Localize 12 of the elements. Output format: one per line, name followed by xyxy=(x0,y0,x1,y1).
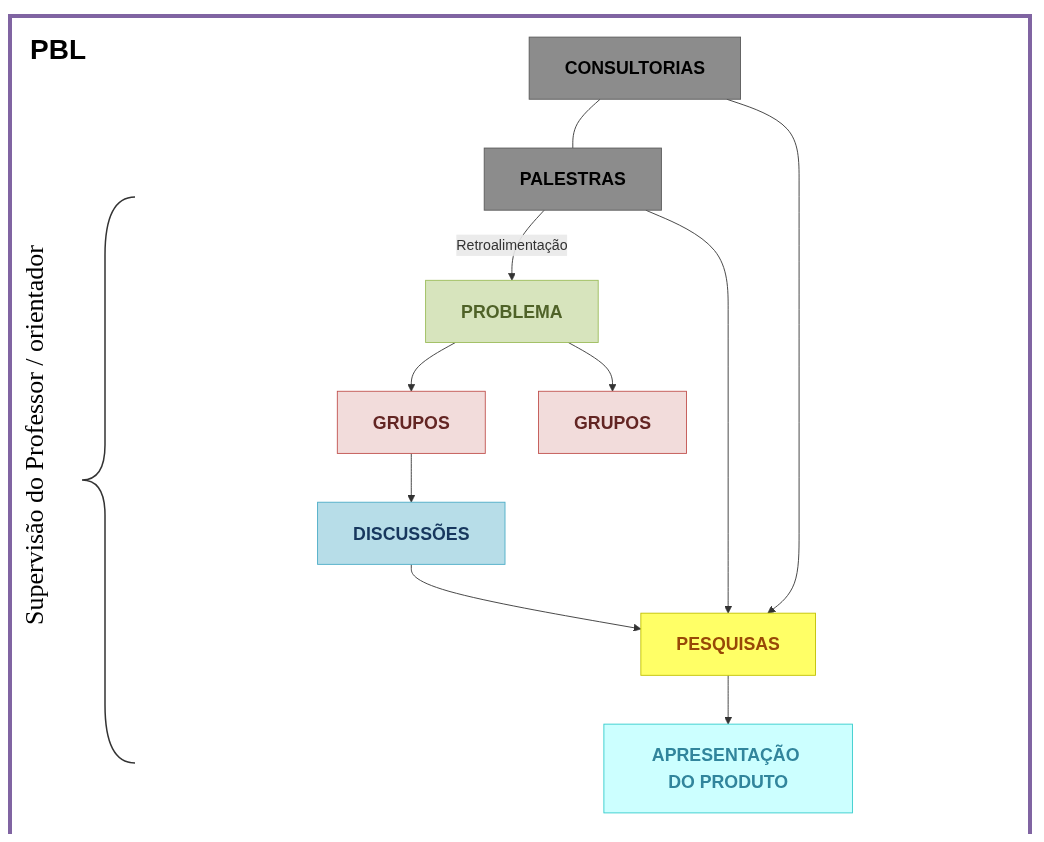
node-box: CONSULTORIAS xyxy=(528,36,741,100)
diagram-title: PBL xyxy=(30,34,86,66)
node-box: APRESENTAÇÃO DO PRODUTO xyxy=(603,723,853,814)
node-box: DISCUSSÕES xyxy=(317,501,506,565)
node-box: PESQUISAS xyxy=(640,612,816,676)
node-box: GRUPOS xyxy=(538,390,687,454)
node-box: PALESTRAS xyxy=(483,147,662,211)
side-label: Supervisão do Professor / orientador xyxy=(20,244,50,627)
edge-label: Retroalimentação xyxy=(456,237,568,253)
node-box: GRUPOS xyxy=(336,390,486,454)
node-box: PROBLEMA xyxy=(425,279,599,343)
connector xyxy=(572,98,601,149)
